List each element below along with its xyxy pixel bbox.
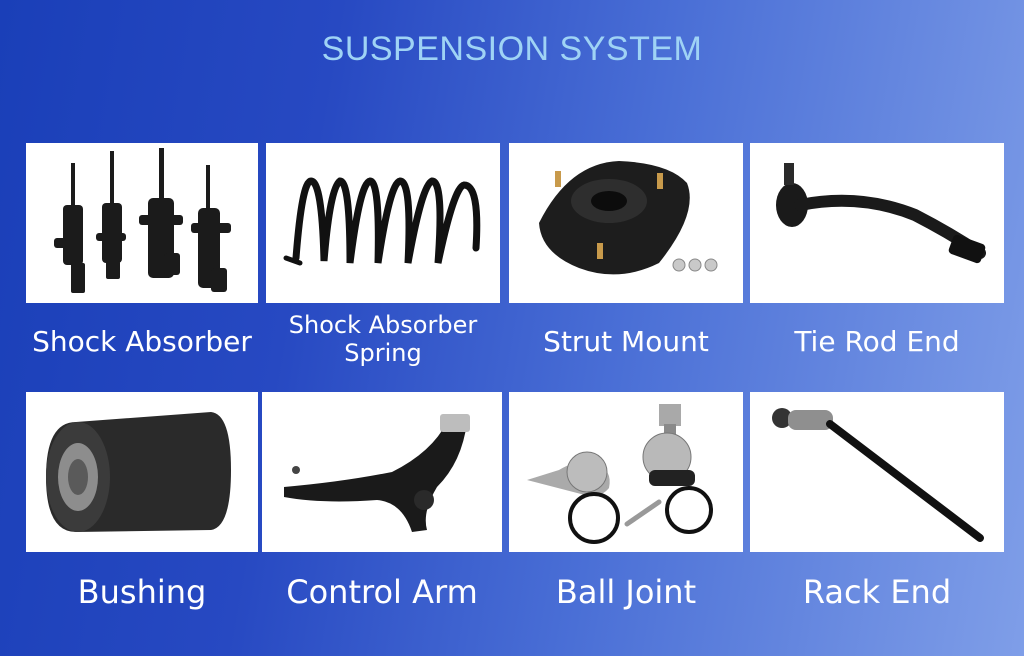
coil-spring-icon	[283, 177, 481, 266]
product-label-control-arm: Control Arm	[286, 573, 478, 611]
product-label-rack-end: Rack End	[802, 573, 952, 611]
product-label-coil-spring-line2: Spring	[344, 338, 422, 367]
product-label-ball-joint: Ball Joint	[555, 573, 697, 611]
strut-mount-icon	[539, 161, 718, 275]
product-card-shock-absorber[interactable]	[26, 143, 258, 303]
control-arm-icon	[284, 414, 470, 532]
product-label-strut-mount: Strut Mount	[543, 325, 709, 358]
product-card-rack-end[interactable]	[750, 392, 1004, 552]
bushing-icon	[46, 412, 231, 532]
product-card-ball-joint[interactable]	[509, 392, 743, 552]
ball-joint-icon	[527, 404, 713, 544]
product-label-coil-spring-line1: Shock Absorber	[288, 311, 478, 339]
rack-end-icon	[772, 408, 984, 542]
page-title: SUSPENSION SYSTEM	[321, 30, 703, 68]
product-card-strut-mount[interactable]	[509, 143, 743, 303]
product-card-control-arm[interactable]	[262, 392, 502, 552]
product-label-bushing: Bushing	[77, 573, 207, 611]
product-label-tie-rod-end: Tie Rod End	[794, 325, 960, 358]
product-label-shock-absorber: Shock Absorber	[32, 325, 252, 358]
shock-absorber-icon	[54, 148, 231, 293]
product-card-coil-spring[interactable]	[266, 143, 500, 303]
product-card-bushing[interactable]	[26, 392, 258, 552]
product-label-coil-spring: Shock Absorber Spring	[266, 311, 500, 367]
product-card-tie-rod-end[interactable]	[750, 143, 1004, 303]
tie-rod-end-icon	[776, 163, 986, 264]
